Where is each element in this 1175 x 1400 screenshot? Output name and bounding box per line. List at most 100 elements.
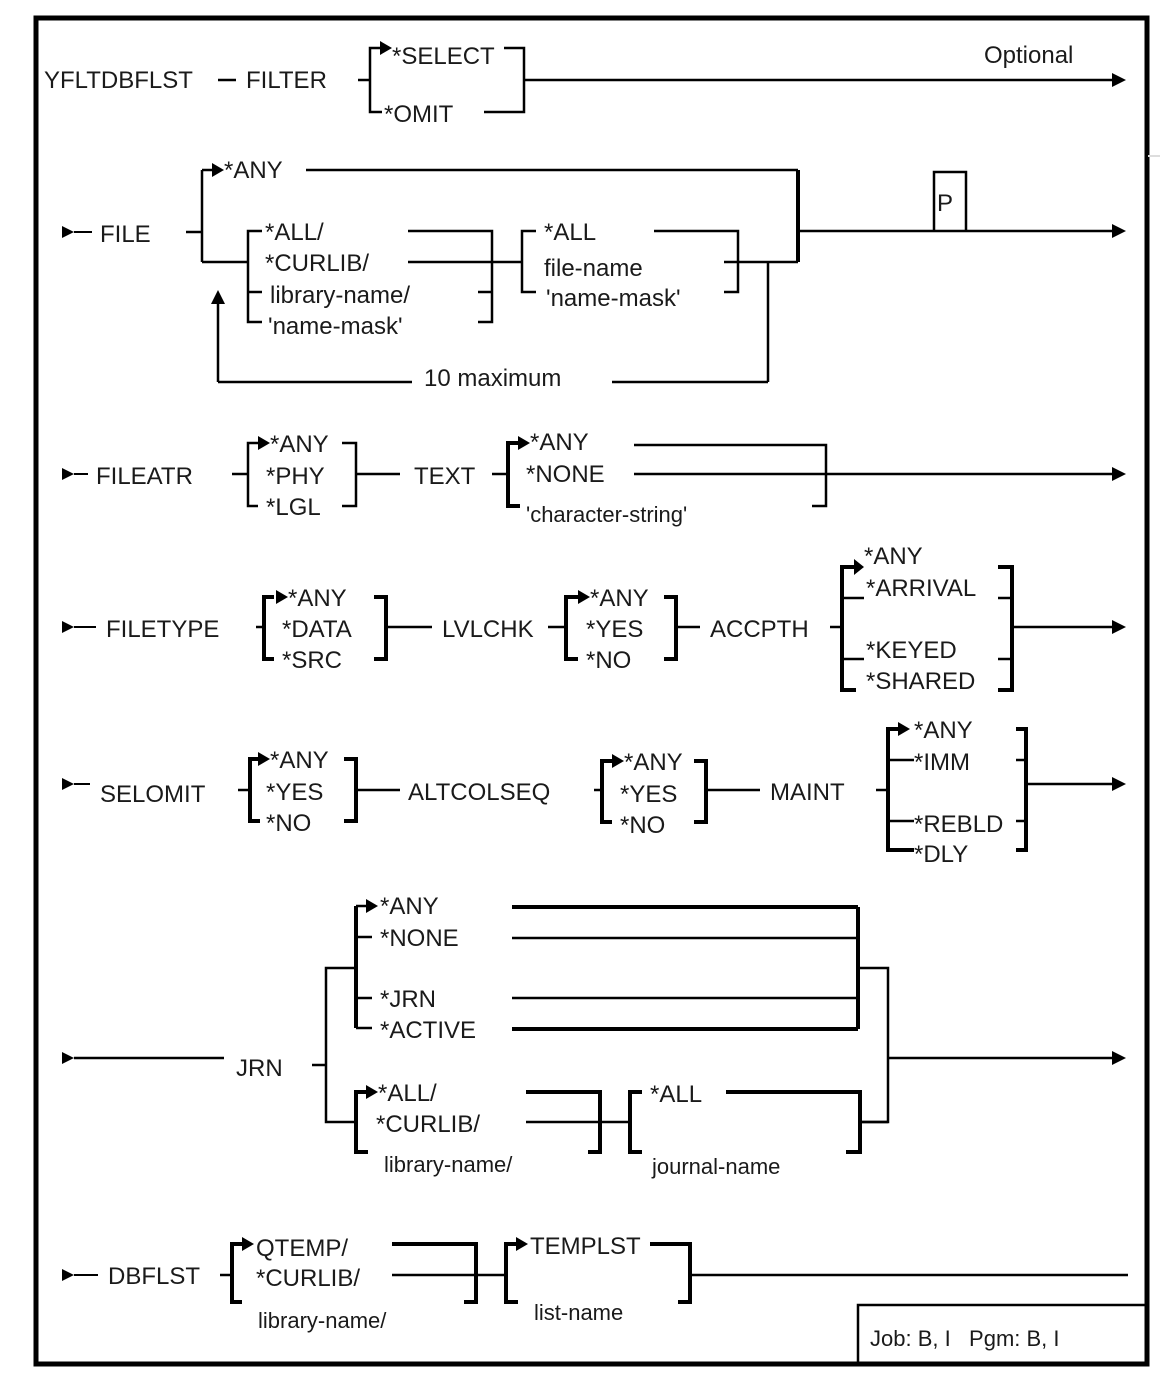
default-arrow-icon [518, 436, 530, 450]
text-keyword: TEXT [414, 463, 476, 490]
text-option: *ANY [530, 429, 589, 456]
default-arrow-icon [212, 163, 224, 177]
default-arrow-icon [578, 590, 590, 604]
maint-keyword: MAINT [770, 779, 845, 806]
jrn-keyword: JRN [236, 1055, 283, 1082]
default-arrow-icon [366, 899, 378, 913]
filetype-option: *DATA [282, 616, 352, 643]
file-option-any: *ANY [224, 157, 283, 184]
accpth-option: *ARRIVAL [866, 575, 976, 602]
filter-option-omit: *OMIT [384, 101, 454, 128]
footer-box: Job: B, I Pgm: B, I [856, 1303, 1148, 1364]
dbflst-lib-option: QTEMP/ [256, 1235, 348, 1262]
jrn-row: JRN *ANY *NONE *JRN *ACTIVE *ALL/ *CURLI… [62, 893, 1126, 1179]
default-arrow-icon [242, 1237, 254, 1251]
arrow-right-icon [1112, 73, 1126, 87]
text-option: 'character-string' [526, 502, 687, 527]
fileatr-option: *LGL [266, 494, 321, 521]
arrow-start-icon [62, 621, 74, 633]
lvlchk-option: *ANY [590, 585, 649, 612]
arrow-start-icon [62, 468, 74, 480]
repeat-arrow-icon [211, 290, 225, 304]
filetype-keyword: FILETYPE [106, 616, 219, 643]
fileatr-row: FILEATR *ANY *PHY *LGL TEXT *ANY *NONE '… [62, 429, 1126, 527]
jrn-lib-option: library-name/ [384, 1152, 513, 1177]
arrow-right-icon [1112, 620, 1126, 634]
filter-option-select: *SELECT [392, 43, 495, 70]
optional-label: Optional [984, 42, 1073, 69]
default-arrow-icon [258, 436, 270, 450]
file-lib-option: 'name-mask' [268, 313, 403, 340]
maint-option: *ANY [914, 717, 973, 744]
fileatr-keyword: FILEATR [96, 463, 193, 490]
file-lib-option: library-name/ [270, 282, 410, 309]
dbflst-keyword: DBFLST [108, 1263, 200, 1290]
positional-marker: P [937, 190, 953, 217]
accpth-option: *ANY [864, 543, 923, 570]
jrn-journal-option: *ALL [650, 1081, 702, 1108]
selomit-option: *NO [266, 810, 311, 837]
filter-row: YFLTDBFLST FILTER *SELECT *OMIT Optional [44, 41, 1126, 128]
dbflst-row: DBFLST QTEMP/ *CURLIB/ library-name/ TEM… [62, 1233, 1128, 1333]
altcolseq-option: *YES [620, 781, 677, 808]
arrow-right-icon [1112, 1051, 1126, 1065]
jrn-lib-option: *ALL/ [378, 1080, 437, 1107]
accpth-keyword: ACCPTH [710, 616, 809, 643]
selomit-row: SELOMIT *ANY *YES *NO ALTCOLSEQ *ANY *YE… [62, 717, 1126, 868]
file-keyword: FILE [100, 221, 151, 248]
arrow-start-icon [62, 226, 74, 238]
file-row: FILE *ANY *ALL/ *CURLIB/ library-name/ '… [62, 157, 1126, 392]
lvlchk-keyword: LVLCHK [442, 616, 534, 643]
default-arrow-icon [380, 41, 392, 55]
accpth-option: *SHARED [866, 668, 975, 695]
file-lib-option: *ALL/ [265, 219, 324, 246]
filetype-option: *ANY [288, 585, 347, 612]
maint-option: *REBLD [914, 811, 1003, 838]
file-lib-option: *CURLIB/ [265, 250, 369, 277]
arrow-start-icon [62, 1269, 74, 1281]
text-option: *NONE [526, 461, 605, 488]
accpth-option: *KEYED [866, 637, 957, 664]
jrn-journal-option: journal-name [651, 1154, 780, 1179]
altcolseq-keyword: ALTCOLSEQ [408, 779, 550, 806]
file-name-option: file-name [544, 255, 643, 282]
maint-option: *DLY [914, 841, 968, 868]
maint-option: *IMM [914, 749, 970, 776]
lvlchk-option: *NO [586, 647, 631, 674]
command-name: YFLTDBFLST [44, 67, 193, 94]
fileatr-option: *PHY [266, 463, 325, 490]
diagram-frame [33, 15, 1150, 1367]
fileatr-option: *ANY [270, 431, 329, 458]
default-arrow-icon [366, 1085, 378, 1099]
default-arrow-icon [516, 1237, 528, 1251]
filetype-option: *SRC [282, 647, 342, 674]
dbflst-lib-option: library-name/ [258, 1308, 387, 1333]
altcolseq-option: *NO [620, 812, 665, 839]
filetype-row: FILETYPE *ANY *DATA *SRC LVLCHK *ANY *YE… [62, 543, 1126, 695]
jrn-option: *ACTIVE [380, 1017, 476, 1044]
lvlchk-option: *YES [586, 616, 643, 643]
dbflst-lib-option: *CURLIB/ [256, 1265, 360, 1292]
default-arrow-icon [612, 754, 624, 768]
jrn-option: *ANY [380, 893, 439, 920]
altcolseq-option: *ANY [624, 749, 683, 776]
repeat-label: 10 maximum [424, 365, 561, 392]
selomit-keyword: SELOMIT [100, 781, 206, 808]
dbflst-list-option: TEMPLST [530, 1233, 641, 1260]
default-arrow-icon [854, 559, 864, 575]
arrow-right-icon [1112, 224, 1126, 238]
arrow-start-icon [62, 778, 74, 790]
arrow-start-icon [62, 1052, 74, 1064]
default-arrow-icon [276, 590, 288, 604]
job-pgm-label: Job: B, I Pgm: B, I [870, 1326, 1060, 1351]
jrn-lib-option: *CURLIB/ [376, 1111, 480, 1138]
default-arrow-icon [898, 722, 910, 736]
selomit-option: *YES [266, 779, 323, 806]
arrow-right-icon [1112, 777, 1126, 791]
jrn-option: *JRN [380, 986, 436, 1013]
selomit-option: *ANY [270, 747, 329, 774]
filter-keyword: FILTER [246, 67, 327, 94]
file-name-option: *ALL [544, 219, 596, 246]
file-name-option: 'name-mask' [546, 285, 681, 312]
